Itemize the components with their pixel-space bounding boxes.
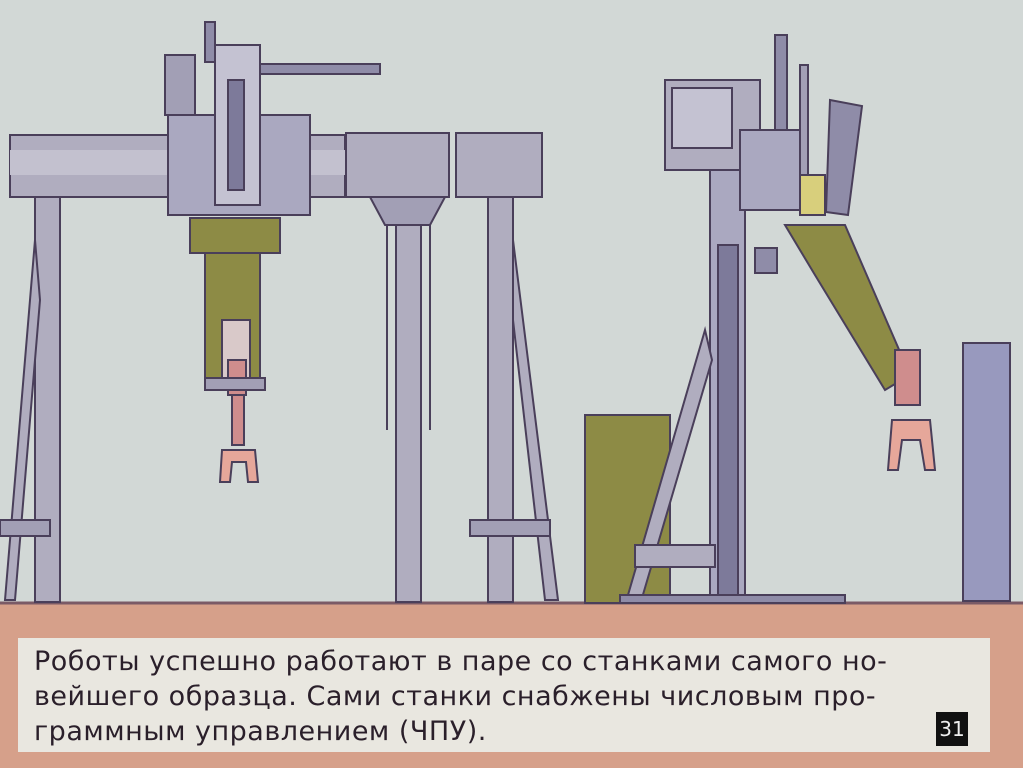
machine-tool-block bbox=[962, 342, 1011, 602]
gantry-robot-right bbox=[584, 34, 937, 604]
page-number: 31 bbox=[936, 712, 968, 746]
caption-line-3: граммным управлением (ЧПУ). bbox=[34, 716, 487, 747]
caption-box: Роботы успешно работают в паре со станка… bbox=[18, 638, 990, 752]
caption-line-2: вейшего образца. Сами станки снабжены чи… bbox=[34, 681, 877, 712]
caption-line-1: Роботы успешно работают в паре со станка… bbox=[34, 646, 888, 677]
gantry-robot-left bbox=[0, 21, 560, 603]
